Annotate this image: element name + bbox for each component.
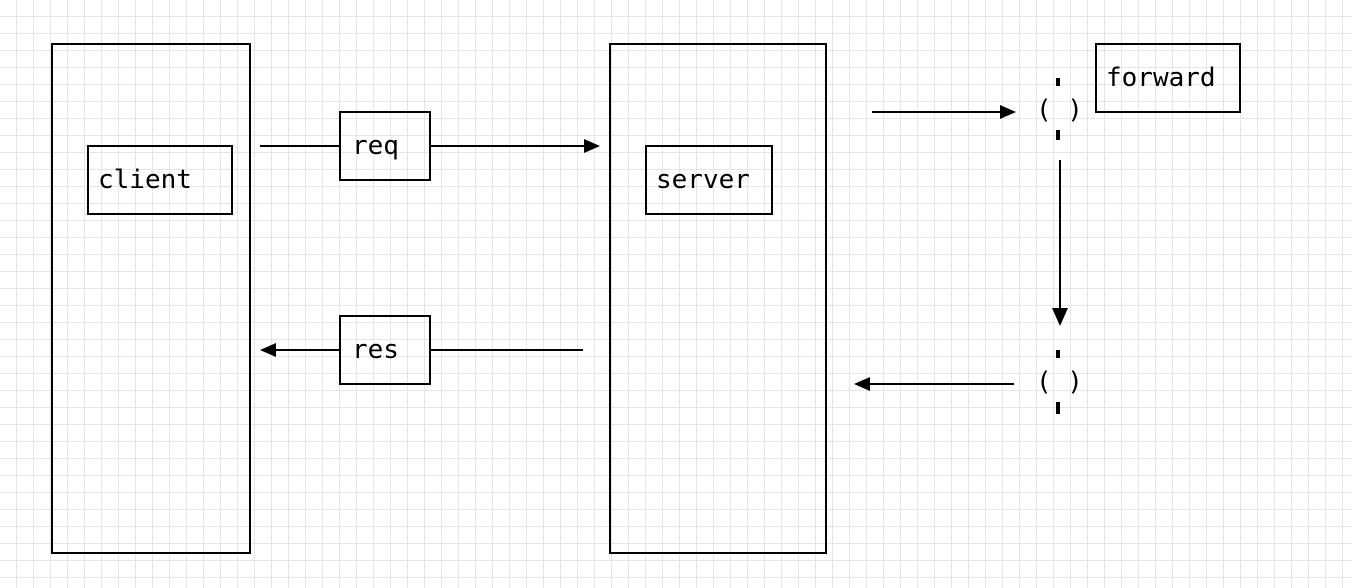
vertical-connector-arrowhead: [1052, 308, 1068, 326]
res-label: res: [352, 335, 399, 365]
top-junction-dot: [1056, 78, 1060, 86]
request-arrowhead: [584, 139, 600, 153]
forward-return-arrow: [854, 377, 1014, 391]
bottom-junction-tick: [1056, 402, 1060, 414]
forward-out-arrow: [872, 105, 1016, 119]
server-lane-box: [609, 43, 827, 554]
top-junction-tick: [1056, 130, 1060, 140]
forward-return-arrowhead: [854, 377, 870, 391]
server-label: server: [656, 165, 750, 195]
server-label-box: [645, 145, 773, 215]
top-junction-label: ( ): [1036, 95, 1083, 125]
client-label: client: [98, 165, 192, 195]
top-junction: ( ): [1036, 78, 1083, 140]
forward-label-box: [1095, 43, 1241, 113]
req-label: req: [352, 131, 399, 161]
vertical-connector: [1052, 160, 1068, 326]
client-lane: client: [51, 43, 251, 554]
response-arrow: res: [260, 315, 583, 385]
forward-label: forward: [1106, 63, 1216, 93]
bottom-junction-label: ( ): [1036, 367, 1083, 397]
forward-node: forward: [1095, 43, 1241, 113]
server-lane: server: [609, 43, 827, 554]
client-label-box: [87, 145, 233, 215]
bottom-junction-dot: [1056, 350, 1060, 358]
bottom-junction: ( ): [1036, 350, 1083, 414]
forward-out-arrowhead: [1000, 105, 1016, 119]
request-arrow: req: [260, 111, 600, 181]
client-lane-box: [51, 43, 251, 554]
response-arrowhead: [260, 343, 276, 357]
